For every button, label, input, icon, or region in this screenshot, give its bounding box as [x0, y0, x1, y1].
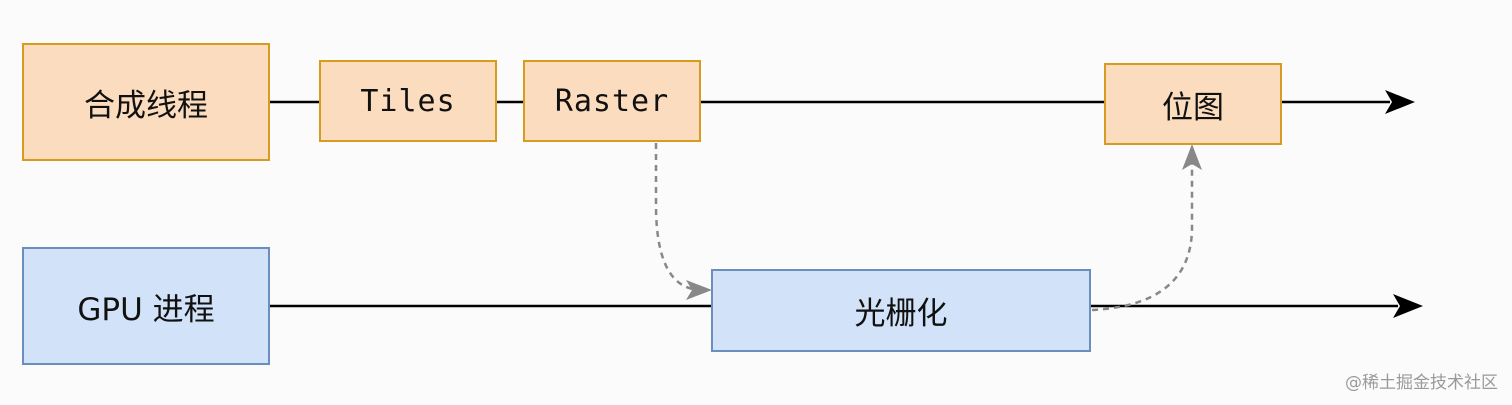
top-arrowhead	[1385, 90, 1415, 114]
dashed-arrowhead-bitmap	[1182, 144, 1202, 170]
dashed-arrowhead-rasterization	[686, 280, 712, 300]
bottom-arrowhead	[1393, 294, 1423, 318]
bitmap-node: 位图	[1104, 63, 1282, 145]
dashed-rasterization-to-bitmap	[1091, 160, 1194, 312]
rasterization-label: 光栅化	[854, 296, 948, 332]
compositor-thread-node: 合成线程	[22, 43, 270, 161]
tiles-label: Tiles	[360, 83, 456, 119]
gpu-process-label: GPU 进程	[77, 291, 215, 328]
raster-label: Raster	[554, 83, 670, 119]
tiles-node: Tiles	[319, 60, 497, 142]
gpu-process-node: GPU 进程	[22, 247, 270, 365]
rasterization-node: 光栅化	[711, 269, 1091, 352]
compositor-thread-label: 合成线程	[84, 87, 208, 124]
raster-node: Raster	[523, 60, 701, 142]
bitmap-label: 位图	[1162, 89, 1224, 126]
watermark: @稀土掘金技术社区	[1345, 373, 1498, 393]
dashed-raster-to-rasterization	[654, 143, 701, 292]
